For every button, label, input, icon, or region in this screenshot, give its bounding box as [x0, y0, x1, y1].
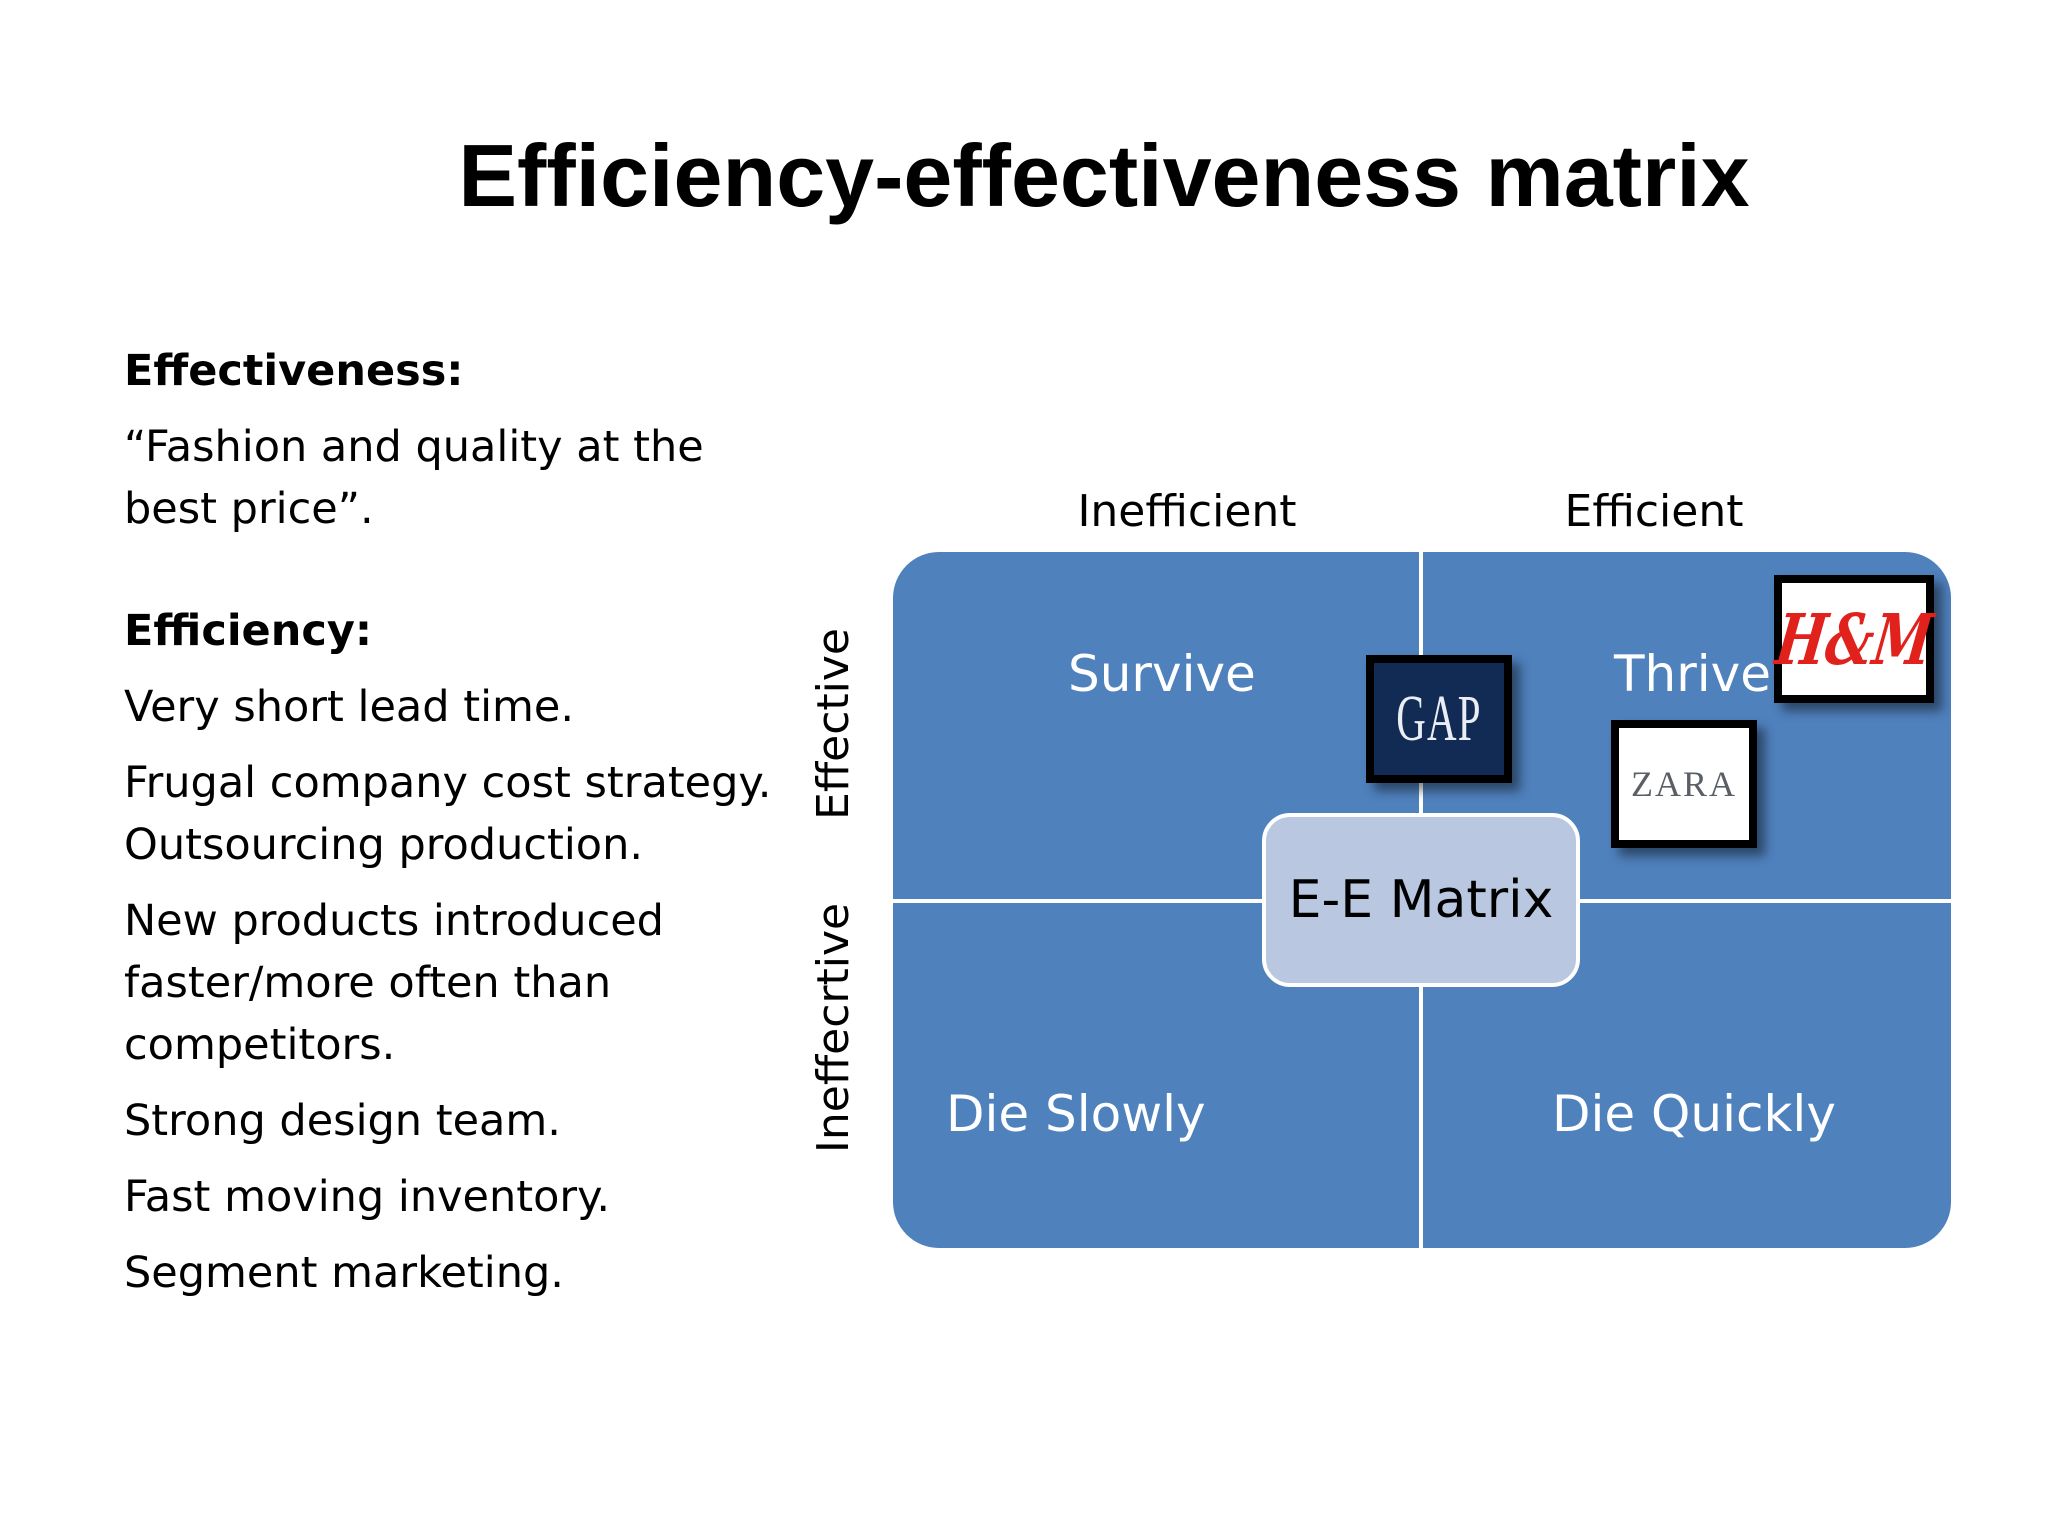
efficiency-item: Frugal company cost strategy.	[124, 758, 772, 808]
quadrant-thrive: Thrive	[1614, 645, 1772, 703]
hm-logo-text: H&M	[1770, 597, 1938, 681]
ee-matrix-center-label: E-E Matrix	[1262, 813, 1580, 987]
efficiency-item: Segment marketing.	[124, 1248, 564, 1298]
column-label-inefficient: Inefficient	[1077, 486, 1297, 537]
effectiveness-body: “Fashion and quality at the best price”.	[124, 422, 704, 534]
left-text-panel: Effectiveness: “Fashion and quality at t…	[124, 340, 784, 1304]
column-label-efficient: Efficient	[1564, 486, 1744, 537]
quadrant-die-quickly: Die Quickly	[1552, 1085, 1836, 1143]
quadrant-survive: Survive	[1068, 645, 1256, 703]
efficiency-item: Very short lead time.	[124, 682, 575, 732]
gap-logo: GAP	[1366, 655, 1512, 783]
zara-logo: ZARA	[1611, 720, 1757, 848]
effectiveness-heading: Effectiveness:	[124, 346, 464, 396]
quadrant-die-slowly: Die Slowly	[946, 1085, 1206, 1143]
row-label-ineffective: Ineffecrtive	[808, 902, 859, 1154]
efficiency-item: Strong design team.	[124, 1096, 561, 1146]
hm-logo: H&M	[1770, 575, 1938, 703]
slide-title: Efficiency-effectiveness matrix	[458, 126, 1750, 225]
efficiency-item: New products introduced faster/more ofte…	[124, 896, 664, 1070]
gap-logo-text: GAP	[1396, 682, 1482, 755]
efficiency-item: Fast moving inventory.	[124, 1172, 611, 1222]
efficiency-item: Outsourcing production.	[124, 820, 644, 870]
zara-logo-text: ZARA	[1631, 764, 1737, 804]
efficiency-heading: Efficiency:	[124, 606, 373, 656]
